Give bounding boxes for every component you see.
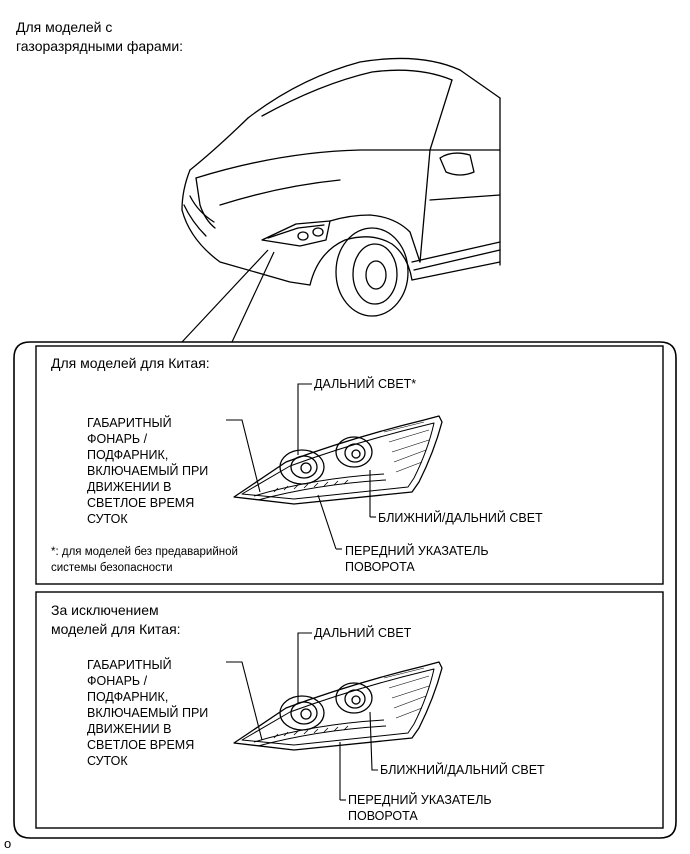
parking-label-line: ВКЛЮЧАЕМЫЙ ПРИ [87,706,209,720]
callout-line [181,249,275,343]
china-panel-border [35,345,664,585]
parking-label-line: ПОДФАРНИК, [87,690,169,704]
parking-label-line: СВЕТЛОЕ ВРЕМЯ [87,496,195,510]
leader-lines-other [226,632,378,801]
other-title-line: За исключением [51,602,159,618]
china-panel-title: Для моделей для Китая: [51,355,210,371]
headlamp-illustration-other [233,661,443,751]
other-panel-border [35,591,664,829]
parking-label-line: ПОДФАРНИК, [87,448,169,462]
parking-label-line: ВКЛЮЧАЕМЫЙ ПРИ [87,464,209,478]
parking-label-line: ГАБАРИТНЫЙ [87,658,172,672]
parking-label-line: СУТОК [87,512,128,526]
header-line-1: Для моделей с [16,19,113,35]
footnote-line: *: для моделей без предаварийной [51,546,238,558]
parking-label-line: ДВИЖЕНИИ В [87,480,172,494]
turn-signal-line: ПОВОРОТА [345,560,415,574]
footnote-line: системы безопасности [51,562,173,574]
header-line-2: газоразрядными фарами: [16,38,184,54]
leader-lines-china [226,383,376,550]
callout-frame [13,341,677,839]
car-illustration [181,57,501,317]
other-title-line: моделей для Китая: [51,621,181,637]
turn-signal-line: ПЕРЕДНИЙ УКАЗАТЕЛЬ [345,544,489,558]
headlamp-illustration-china [233,415,443,505]
high-beam-label-china: ДАЛЬНИЙ СВЕТ* [314,377,417,391]
turn-signal-line: ПОВОРОТА [348,809,418,823]
parking-label-line: СВЕТЛОЕ ВРЕМЯ [87,738,195,752]
parking-label-line: СУТОК [87,754,128,768]
turn-signal-line: ПЕРЕДНИЙ УКАЗАТЕЛЬ [348,793,492,807]
corner-mark: o [4,836,12,851]
parking-label-line: ФОНАРЬ / [87,674,148,688]
low-high-beam-label-other: БЛИЖНИЙ/ДАЛЬНИЙ СВЕТ [380,763,545,777]
parking-label-line: ГАБАРИТНЫЙ [87,416,172,430]
parking-label-line: ФОНАРЬ / [87,432,148,446]
high-beam-label-other: ДАЛЬНИЙ СВЕТ [314,626,412,640]
low-high-beam-label-china: БЛИЖНИЙ/ДАЛЬНИЙ СВЕТ [378,511,543,525]
parking-label-line: ДВИЖЕНИИ В [87,722,172,736]
